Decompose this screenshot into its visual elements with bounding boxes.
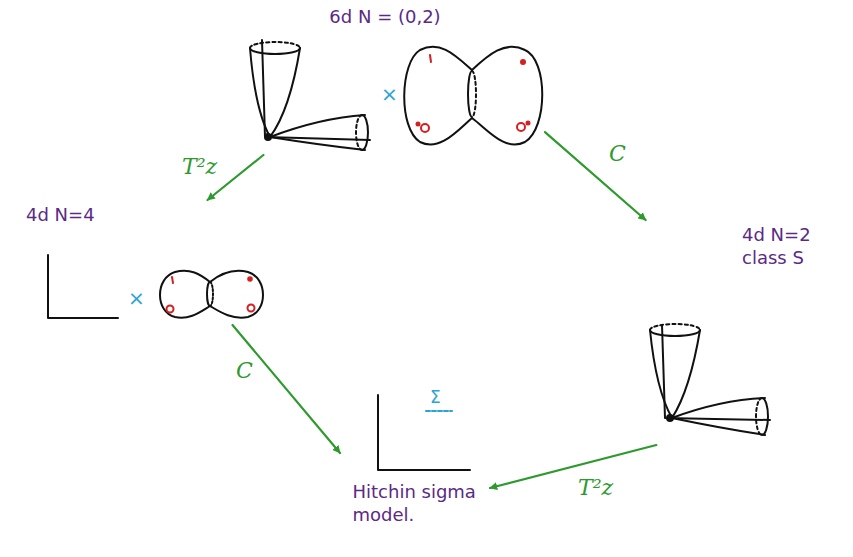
- cone-figure: [650, 324, 770, 435]
- stage-title: Hitchin sigma model.: [353, 481, 478, 526]
- arrow-connector: [490, 445, 656, 488]
- math-symbol: ×: [381, 84, 398, 104]
- stage-node: Hitchin sigma model.: [340, 390, 490, 530]
- math-symbol: ×: [128, 288, 145, 308]
- arrow-connector: [233, 325, 341, 453]
- flat-space-figure: [378, 395, 470, 470]
- edge-label: T²z: [575, 476, 616, 500]
- arrow-connector: [545, 132, 646, 220]
- math-symbol: Σ: [430, 389, 441, 406]
- edge-label: T²z: [179, 155, 220, 179]
- stage-node: 6d N = (0,2): [225, 2, 545, 155]
- edge-label: C: [606, 142, 629, 166]
- cone-figure: [250, 40, 370, 150]
- stage-title: 4d N=2 class S: [742, 224, 842, 269]
- edge-label: C: [233, 359, 256, 383]
- stage-title: 4d N=4: [26, 204, 95, 227]
- riemann-surface: [404, 47, 542, 145]
- stage-node: 4d N=2 class S: [635, 220, 848, 445]
- flat-space-figure: [48, 255, 263, 318]
- stage-node: 4d N=4: [20, 200, 270, 325]
- stage-title: 6d N = (0,2): [329, 6, 440, 29]
